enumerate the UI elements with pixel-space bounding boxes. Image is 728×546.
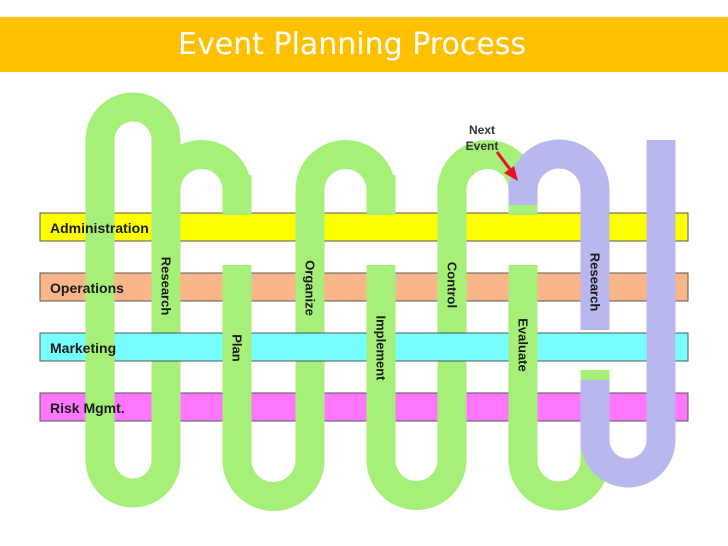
stage-label-organize: Organize [303, 260, 318, 316]
bands-layer [39, 212, 689, 422]
loop-bottom-3 [366, 370, 467, 510]
next-event-arrow-icon [495, 151, 514, 173]
stage-label-control: Control [445, 262, 460, 308]
next-event-arrowhead-icon [504, 166, 518, 181]
band-operations [39, 272, 689, 302]
band-label-risk-mgmt: Risk Mgmt. [50, 400, 125, 416]
page-title: Event Planning Process [178, 27, 527, 62]
band-label-marketing: Marketing [50, 340, 116, 356]
stage-label-plan: Plan [230, 334, 245, 362]
loop-top-next [508, 139, 610, 215]
next-event-note: Next Event [466, 123, 518, 181]
loops-layer [85, 92, 676, 511]
stage-labels: Research Plan Organize Implement Control… [159, 253, 603, 381]
loop-bottom-4 [508, 370, 610, 511]
next-event-line2: Event [466, 139, 499, 153]
loop-bottom-2 [222, 370, 325, 511]
band-marketing [39, 332, 689, 362]
band-risk-mgmt [39, 392, 689, 422]
band-label-operations: Operations [50, 280, 124, 296]
band-labels: Administration Operations Marketing Risk… [50, 220, 149, 416]
stage-label-implement: Implement [374, 315, 389, 381]
stage-label-research: Research [159, 257, 174, 316]
loop-bottom-1 [85, 140, 181, 508]
next-event-line1: Next [469, 123, 495, 137]
path-over-layer [151, 205, 610, 390]
stage-label-research-next: Research [588, 253, 603, 312]
band-administration [39, 212, 689, 242]
loop-bottom-next [580, 140, 676, 488]
stage-label-evaluate: Evaluate [516, 318, 531, 371]
band-label-administration: Administration [50, 220, 149, 236]
loop-top-2 [295, 140, 396, 215]
title-bar: Event Planning Process [0, 17, 728, 72]
loop-left-entry [85, 92, 181, 215]
